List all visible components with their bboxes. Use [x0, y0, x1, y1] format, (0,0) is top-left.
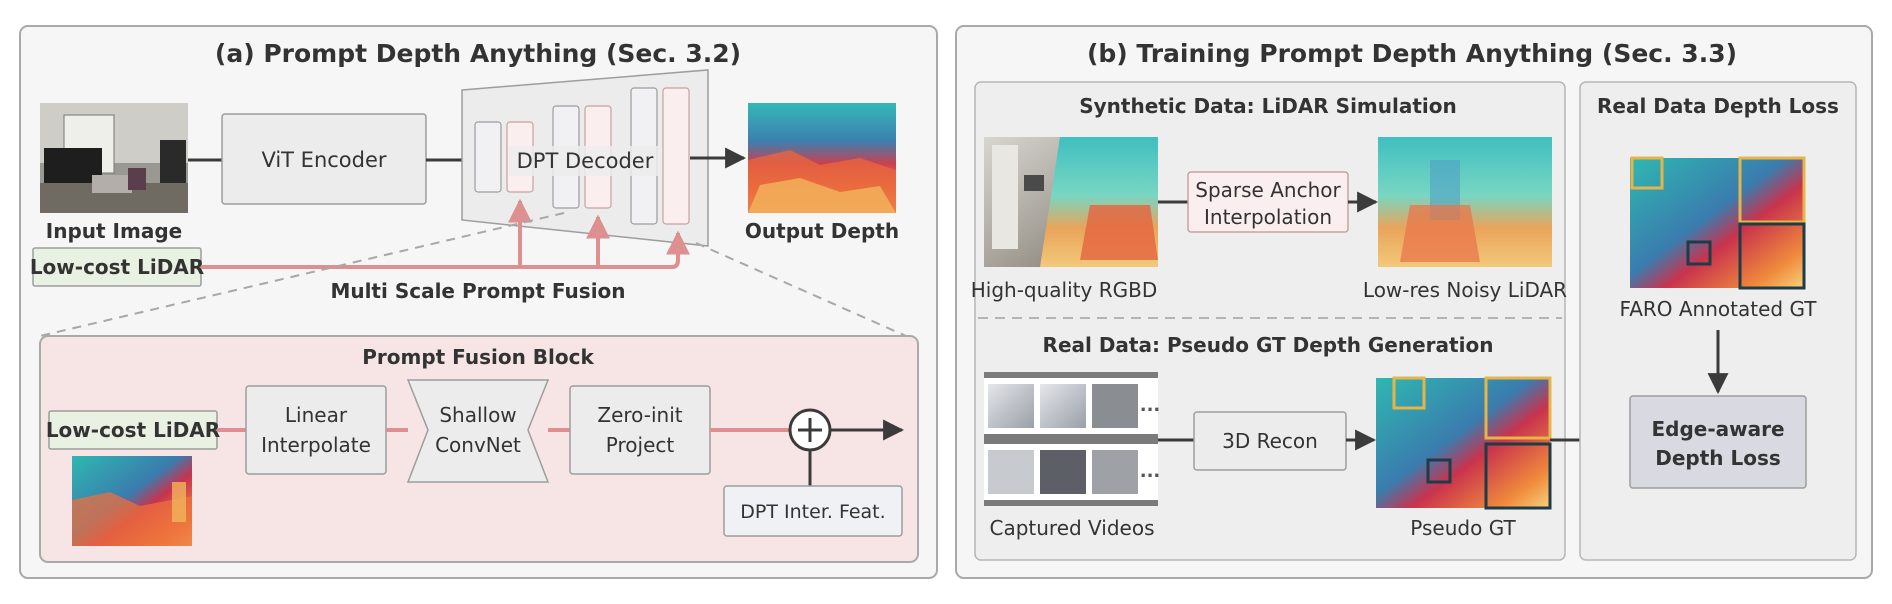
synthetic-title: Synthetic Data: LiDAR Simulation [1079, 94, 1457, 118]
input-image-label: Input Image [46, 219, 182, 243]
shallow-convnet-line2: ConvNet [435, 433, 521, 457]
edge-aware-loss-box [1629, 395, 1807, 489]
faro-gt-thumbnail [1630, 156, 1806, 290]
rgbd-thumbnail [984, 137, 1158, 267]
dpt-stage-3-pink [662, 87, 690, 225]
sparse-anchor-line1: Sparse Anchor [1195, 178, 1341, 202]
vit-encoder-label: ViT Encoder [261, 148, 386, 172]
zoom-dash-left [39, 212, 565, 337]
captured-videos-label: Captured Videos [989, 516, 1154, 540]
linear-interpolate-box [245, 385, 387, 475]
output-depth-label: Output Depth [745, 219, 899, 243]
captured-videos-filmstrip [984, 372, 1158, 506]
sparse-anchor-line2: Interpolation [1204, 205, 1332, 229]
prompt-fusion-main-line [201, 234, 680, 269]
zoom-dash-right [695, 242, 907, 337]
rgbd-label: High-quality RGBD [971, 278, 1157, 302]
linear-interpolate-line2: Interpolate [261, 433, 371, 457]
3d-recon-label: 3D Recon [1222, 429, 1318, 453]
faro-gt-label: FARO Annotated GT [1620, 297, 1818, 321]
dpt-inter-feat-box [723, 485, 903, 537]
shallow-convnet-line1: Shallow [439, 403, 516, 427]
zero-init-project-box [569, 385, 711, 475]
real-data-title: Real Data: Pseudo GT Depth Generation [1043, 333, 1494, 357]
fusion-lidar-label: Low-cost LiDAR [46, 418, 220, 442]
dpt-stage-1-grey [474, 121, 502, 193]
real-loss-title: Real Data Depth Loss [1597, 94, 1839, 118]
panel-a-title: (a) Prompt Depth Anything (Sec. 3.2) [215, 39, 741, 68]
filmstrip-ellipsis-top: ... [1140, 395, 1161, 416]
multi-scale-fusion-label: Multi Scale Prompt Fusion [330, 279, 625, 303]
zero-init-line2: Project [606, 433, 675, 457]
edge-aware-line2: Depth Loss [1655, 446, 1781, 470]
pseudo-gt-label: Pseudo GT [1410, 516, 1516, 540]
noisy-lidar-thumbnail [1378, 137, 1552, 267]
noisy-lidar-label: Low-res Noisy LiDAR [1363, 278, 1567, 302]
panel-b-title: (b) Training Prompt Depth Anything (Sec.… [1087, 39, 1737, 68]
shallow-convnet-shape [406, 379, 550, 483]
zero-init-line1: Zero-init [597, 403, 682, 427]
dpt-decoder-label: DPT Decoder [517, 149, 654, 173]
lidar-input-label: Low-cost LiDAR [30, 255, 204, 279]
fusion-lidar-depth-thumbnail [72, 456, 192, 546]
pseudo-gt-thumbnail [1376, 376, 1552, 510]
output-depth-thumbnail [748, 103, 896, 213]
linear-interpolate-line1: Linear [285, 403, 348, 427]
filmstrip-ellipsis-bottom: ... [1140, 461, 1161, 482]
dpt-label-backdrop [509, 146, 661, 176]
dpt-inter-feat-label: DPT Inter. Feat. [740, 501, 885, 523]
edge-aware-line1: Edge-aware [1651, 417, 1784, 441]
prompt-fusion-block-title: Prompt Fusion Block [362, 345, 594, 369]
input-image-thumbnail [40, 103, 188, 213]
